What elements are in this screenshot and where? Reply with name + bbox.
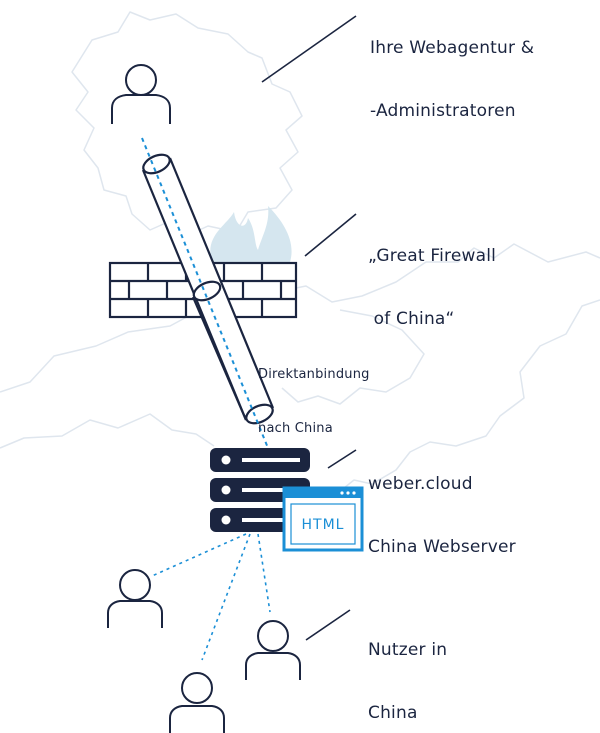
users-label-line2: China [368, 703, 418, 723]
agency-label-line1: Ihre Webagentur & [370, 38, 535, 58]
direct-connection-tube [141, 153, 275, 425]
agency-label: Ihre Webagentur & -Administratoren [370, 0, 534, 164]
html-label: HTML [302, 517, 345, 533]
map-outline-asia [0, 243, 600, 497]
server-label-line1: weber.cloud [368, 474, 473, 494]
map-outline-europe [71, 11, 303, 239]
flame-icon [210, 206, 292, 262]
server-label: weber.cloud China Webserver [368, 432, 516, 600]
agency-label-line2: -Administratoren [370, 101, 516, 121]
connection-label: Direktanbindung nach China [258, 330, 370, 474]
users-label: Nutzer in China [368, 598, 447, 733]
china-user-icon [107, 569, 163, 628]
connection-label-line1: Direktanbindung [258, 367, 370, 382]
server-label-line2: China Webserver [368, 537, 516, 557]
html-browser-window-icon: HTML [282, 486, 364, 552]
firewall-label-line1: „Great Firewall [368, 246, 497, 266]
label-leader-lines [261, 15, 357, 641]
china-user-icon [245, 620, 301, 680]
user-connection-lines [151, 533, 271, 661]
users-label-line1: Nutzer in [368, 640, 448, 660]
connection-label-line2: nach China [258, 421, 333, 436]
firewall-label: „Great Firewall of China“ [368, 204, 496, 372]
firewall-label-line2: of China“ [368, 309, 455, 329]
agency-person-icon [111, 64, 171, 124]
china-user-icon [169, 672, 225, 733]
